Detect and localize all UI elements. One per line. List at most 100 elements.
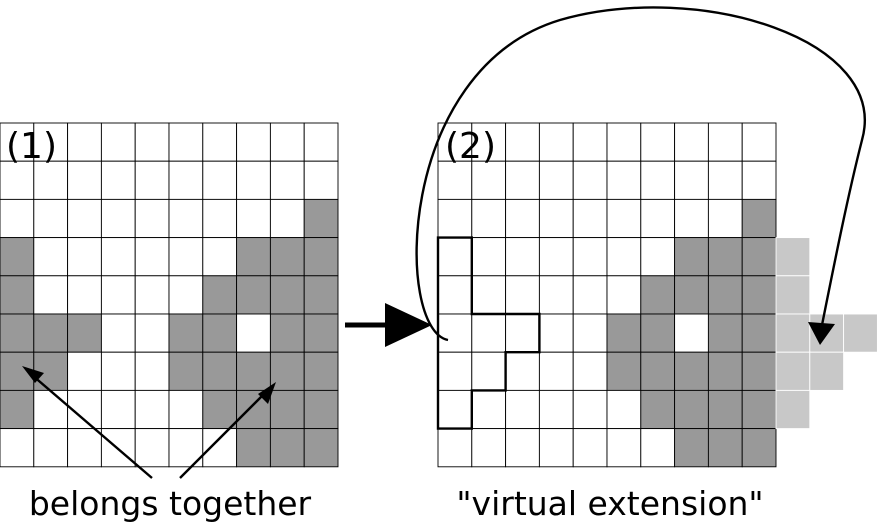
panel2-filled-cell	[707, 313, 743, 353]
panel1-cell	[67, 275, 102, 315]
panel2-cell	[606, 122, 642, 162]
virtual-cell	[843, 313, 878, 353]
panel2-cell	[674, 198, 709, 239]
panel1-filled-cell	[269, 428, 305, 468]
panel1-cell	[67, 160, 102, 200]
panel2-cell	[606, 198, 642, 239]
panel2-cell	[538, 313, 574, 353]
panel1-cell	[236, 160, 271, 200]
panel2-cell	[505, 389, 540, 430]
panel2-cell	[471, 351, 507, 391]
panel2-cell	[471, 389, 507, 430]
panel1-filled-cell	[202, 389, 238, 430]
panel1-cell	[134, 198, 170, 239]
panel2-cell	[505, 122, 540, 162]
panel2-cell	[640, 237, 676, 277]
panel2-filled-cell	[741, 275, 777, 315]
panel1-filled-cell	[303, 389, 339, 430]
panel1-filled-cell	[33, 313, 69, 353]
panel2-cell	[741, 160, 777, 200]
panel2-cell	[538, 351, 574, 391]
panel2-cell	[606, 275, 642, 315]
panel1-cell	[134, 428, 170, 468]
panel1-cell	[100, 313, 136, 353]
panel2-cell	[606, 389, 642, 430]
panel2-filled-cell	[741, 351, 777, 391]
panel1-filled-cell	[0, 313, 35, 353]
panel2-filled-cell	[674, 351, 709, 391]
panel2-cell	[572, 428, 608, 468]
panel1-cell	[202, 237, 238, 277]
panel2-cell	[471, 237, 507, 277]
panel2-cell	[471, 428, 507, 468]
panel2-filled-cell	[741, 198, 777, 239]
panel2-cell	[437, 428, 473, 468]
panel1-cell	[134, 351, 170, 391]
panel2-filled-cell	[674, 237, 709, 277]
panel2-filled-cell	[741, 428, 777, 468]
virtual-cell	[809, 351, 845, 391]
panel2-cell	[505, 275, 540, 315]
panel2-filled-cell	[674, 428, 709, 468]
panel1-filled-cell	[269, 275, 305, 315]
panel2-cell	[538, 198, 574, 239]
panel1-cell	[202, 198, 238, 239]
transition-arrow	[345, 303, 432, 347]
panel2-cell	[505, 313, 540, 353]
panel1-filled-cell	[236, 428, 271, 468]
panel1-cell	[134, 160, 170, 200]
panel2-filled-cell	[707, 351, 743, 391]
panel1-cell	[33, 198, 69, 239]
panel1-cell	[168, 275, 204, 315]
panel1-cell	[33, 389, 69, 430]
panel2-cell	[437, 351, 473, 391]
virtual-cell	[775, 275, 811, 315]
panel2-cell	[674, 313, 709, 353]
panel2-cell	[707, 122, 743, 162]
panel1-cell	[236, 122, 271, 162]
panel2-cell	[640, 160, 676, 200]
wrapped-region-outline	[436, 236, 541, 430]
panel2-cell	[437, 237, 473, 277]
panel2-cell	[505, 198, 540, 239]
panel1-cell	[33, 237, 69, 277]
panel2-filled-cell	[741, 389, 777, 430]
panel1-cell	[100, 198, 136, 239]
panel1-cell	[33, 428, 69, 468]
pointer-arrow-left	[22, 366, 153, 479]
panel2-cell	[707, 160, 743, 200]
panel2-cell	[572, 198, 608, 239]
panel1-cell	[134, 122, 170, 162]
virtual-cell	[775, 313, 811, 353]
panel1-cell	[134, 237, 170, 277]
panel2-cell	[538, 122, 574, 162]
panel2-cell	[572, 160, 608, 200]
panel1-cell	[100, 122, 136, 162]
virtual-cell	[775, 351, 811, 391]
panel2-filled-cell	[707, 237, 743, 277]
panel2-cell	[572, 237, 608, 277]
panel2-cell	[741, 122, 777, 162]
panel1-cell	[0, 198, 35, 239]
panel1-cell	[100, 389, 136, 430]
virtual-extension-cells	[775, 237, 878, 430]
wraparound-arrow	[415, 6, 866, 345]
panel1-cell	[134, 275, 170, 315]
virtual-cell	[775, 237, 811, 277]
panel2-cell	[606, 428, 642, 468]
panel2-cell	[606, 160, 642, 200]
panel2-cell	[674, 122, 709, 162]
panel2-filled-cell	[640, 275, 676, 315]
panel2-filled-cell	[707, 428, 743, 468]
panel1-filled-cell	[236, 351, 271, 391]
panel1-cell	[100, 275, 136, 315]
panel2-number-label: (2)	[445, 126, 496, 167]
panel2-cell	[437, 389, 473, 430]
panel2-filled-cell	[640, 351, 676, 391]
panel2-filled-cell	[640, 389, 676, 430]
panel1-cell	[303, 160, 339, 200]
panel2-cell	[538, 389, 574, 430]
panel1-filled-cell	[236, 237, 271, 277]
panel1-cell	[67, 122, 102, 162]
